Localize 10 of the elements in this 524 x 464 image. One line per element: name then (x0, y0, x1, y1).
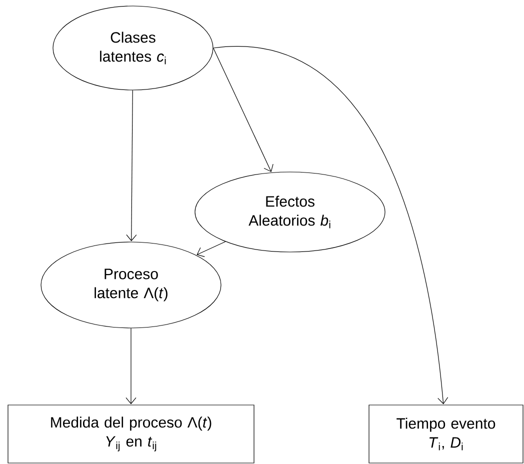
arrow (126, 90, 137, 242)
arrow (213, 46, 448, 404)
arrow (213, 48, 274, 172)
process-box: Medida del proceso Λ(t) Y$_{ij}$ en t$_{ij}$ (8, 404, 254, 464)
ellipse-node: Clases latentes c$_{i}$ (52, 6, 214, 90)
ellipse-node: Proceso latente Λ(t) (40, 242, 222, 328)
process-box: Tiempo evento T$_{i}$, D$_{i}$ (368, 404, 524, 464)
arrow (126, 328, 136, 404)
ellipse-node: Efectos Aleatorios b$_{i}$ (194, 172, 386, 252)
arrow (196, 241, 226, 257)
